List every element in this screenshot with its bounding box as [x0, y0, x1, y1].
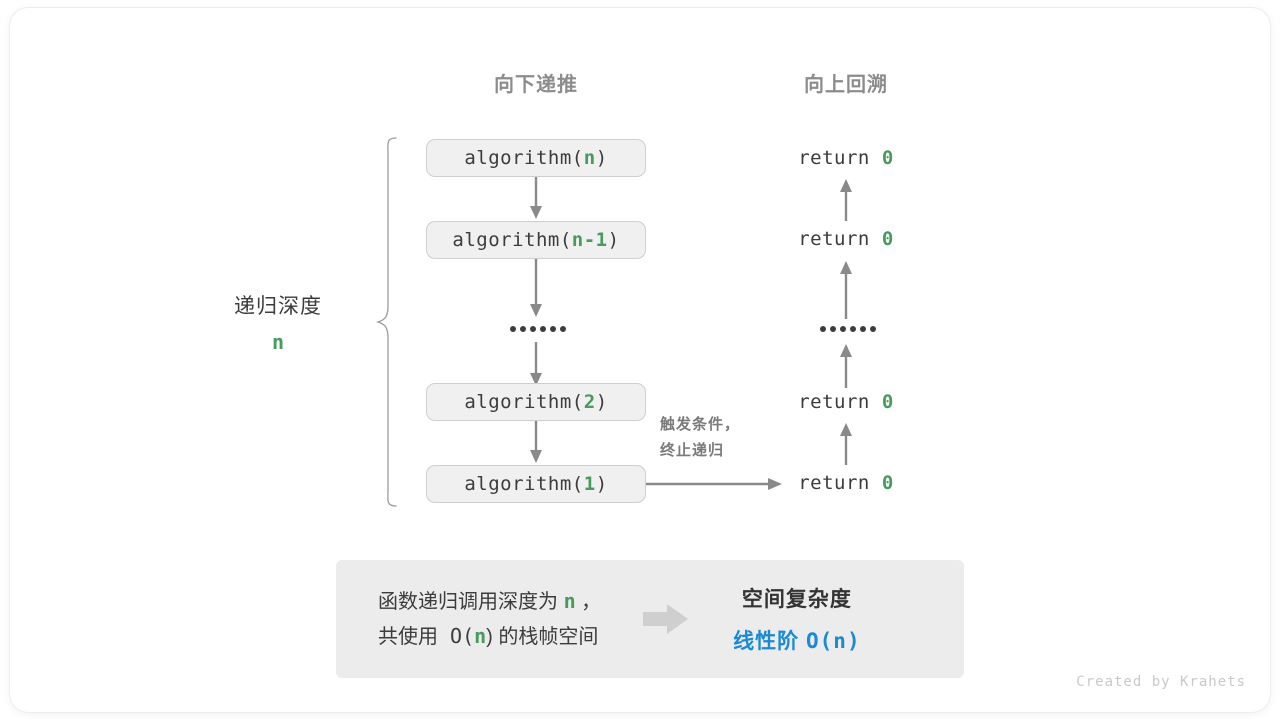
return-value: 0: [881, 472, 894, 494]
return-statement: return 0: [766, 228, 926, 250]
down-arrow-icon-3: [530, 342, 542, 386]
return-statement: return 0: [766, 391, 926, 413]
summary-line-2-a: 共使用 O(: [378, 624, 475, 648]
space-complexity-title: 空间复杂度: [741, 588, 852, 611]
call-frame-box: algorithm(n-1): [426, 221, 646, 259]
call-frame-arg: n-1: [571, 229, 608, 251]
summary-line-1-b: ，: [575, 591, 602, 613]
ellipsis-dot: [820, 326, 826, 332]
ellipsis-dot: [860, 326, 866, 332]
call-frame-close: ): [595, 391, 608, 413]
up-arrow-icon-2: [840, 261, 852, 319]
summary-line-2-n: n: [474, 624, 487, 648]
down-arrow-icon-1: [530, 177, 542, 219]
ellipsis-dot: [510, 326, 516, 332]
call-frame-text: algorithm(: [452, 229, 572, 251]
call-frame-text: algorithm(: [464, 391, 584, 413]
down-arrow-icon-4: [530, 421, 542, 463]
call-frame-arg: 2: [583, 391, 596, 413]
call-frame-box: algorithm(2): [426, 383, 646, 421]
call-frame-box: algorithm(n): [426, 139, 646, 177]
diagram-card: 向下递推 向上回溯 递归深度 n algorithm(n) algorithm(…: [10, 8, 1270, 712]
return-keyword: return: [798, 391, 870, 413]
recursion-depth-label: 递归深度 n: [234, 290, 322, 354]
ellipsis-right: [820, 326, 876, 332]
summary-line-2: 共使用 O(n) 的栈帧空间: [378, 619, 601, 654]
recursion-depth-text: 递归深度: [234, 295, 322, 318]
up-arrow-icon-4: [840, 423, 852, 465]
space-complexity-big-o: O(n): [806, 629, 861, 653]
call-frame-arg: 1: [583, 473, 596, 495]
summary-line-2-b: ) 的栈帧空间: [486, 626, 599, 648]
ellipsis-dot: [870, 326, 876, 332]
ellipsis-dot: [550, 326, 556, 332]
summary-left-text: 函数递归调用深度为 n ， 共使用 O(n) 的栈帧空间: [378, 584, 601, 654]
down-arrow-icon-2: [530, 259, 542, 317]
summary-line-1-a: 函数递归调用深度为: [378, 591, 564, 613]
terminate-condition-note: 触发条件， 终止递归: [660, 412, 740, 464]
return-statement: return 0: [766, 147, 926, 169]
call-frame-text: algorithm(: [464, 147, 584, 169]
ellipsis-left: [510, 326, 566, 332]
space-complexity-order: 线性阶: [733, 630, 807, 653]
ellipsis-dot: [530, 326, 536, 332]
call-frame-box: algorithm(1): [426, 465, 646, 503]
summary-panel: 函数递归调用深度为 n ， 共使用 O(n) 的栈帧空间 空间复杂度 线性阶 O…: [336, 560, 964, 678]
return-value: 0: [881, 228, 894, 250]
summary-right-text: 空间复杂度 线性阶 O(n): [733, 583, 860, 655]
credit-text: Created by Krahets: [1076, 674, 1246, 690]
ellipsis-dot: [830, 326, 836, 332]
return-value: 0: [881, 391, 894, 413]
return-keyword: return: [798, 472, 870, 494]
call-frame-arg: n: [583, 147, 596, 169]
note-line-1: 触发条件，: [660, 416, 741, 433]
up-arrow-icon-1: [840, 179, 852, 221]
summary-line-1: 函数递归调用深度为 n ，: [378, 584, 601, 619]
call-frame-close: ): [595, 147, 608, 169]
call-frame-close: ): [595, 473, 608, 495]
return-keyword: return: [798, 228, 870, 250]
return-value: 0: [881, 147, 894, 169]
ellipsis-dot: [560, 326, 566, 332]
recursion-depth-value: n: [271, 330, 285, 354]
header-downward-recursion: 向下递推: [494, 74, 578, 96]
call-frame-text: algorithm(: [464, 473, 584, 495]
space-complexity-value: 线性阶 O(n): [733, 625, 860, 655]
right-arrow-icon-basecase: [646, 478, 782, 490]
return-keyword: return: [798, 147, 870, 169]
call-frame-close: ): [607, 229, 620, 251]
summary-line-1-n: n: [563, 589, 576, 613]
recursion-depth-brace: [375, 137, 397, 507]
header-upward-backtracking: 向上回溯: [804, 74, 888, 96]
note-line-2: 终止递归: [660, 442, 725, 459]
ellipsis-dot: [540, 326, 546, 332]
ellipsis-dot: [520, 326, 526, 332]
right-arrow-icon-summary: [643, 604, 689, 634]
ellipsis-dot: [840, 326, 846, 332]
return-statement: return 0: [766, 472, 926, 494]
up-arrow-icon-3: [840, 344, 852, 388]
ellipsis-dot: [850, 326, 856, 332]
